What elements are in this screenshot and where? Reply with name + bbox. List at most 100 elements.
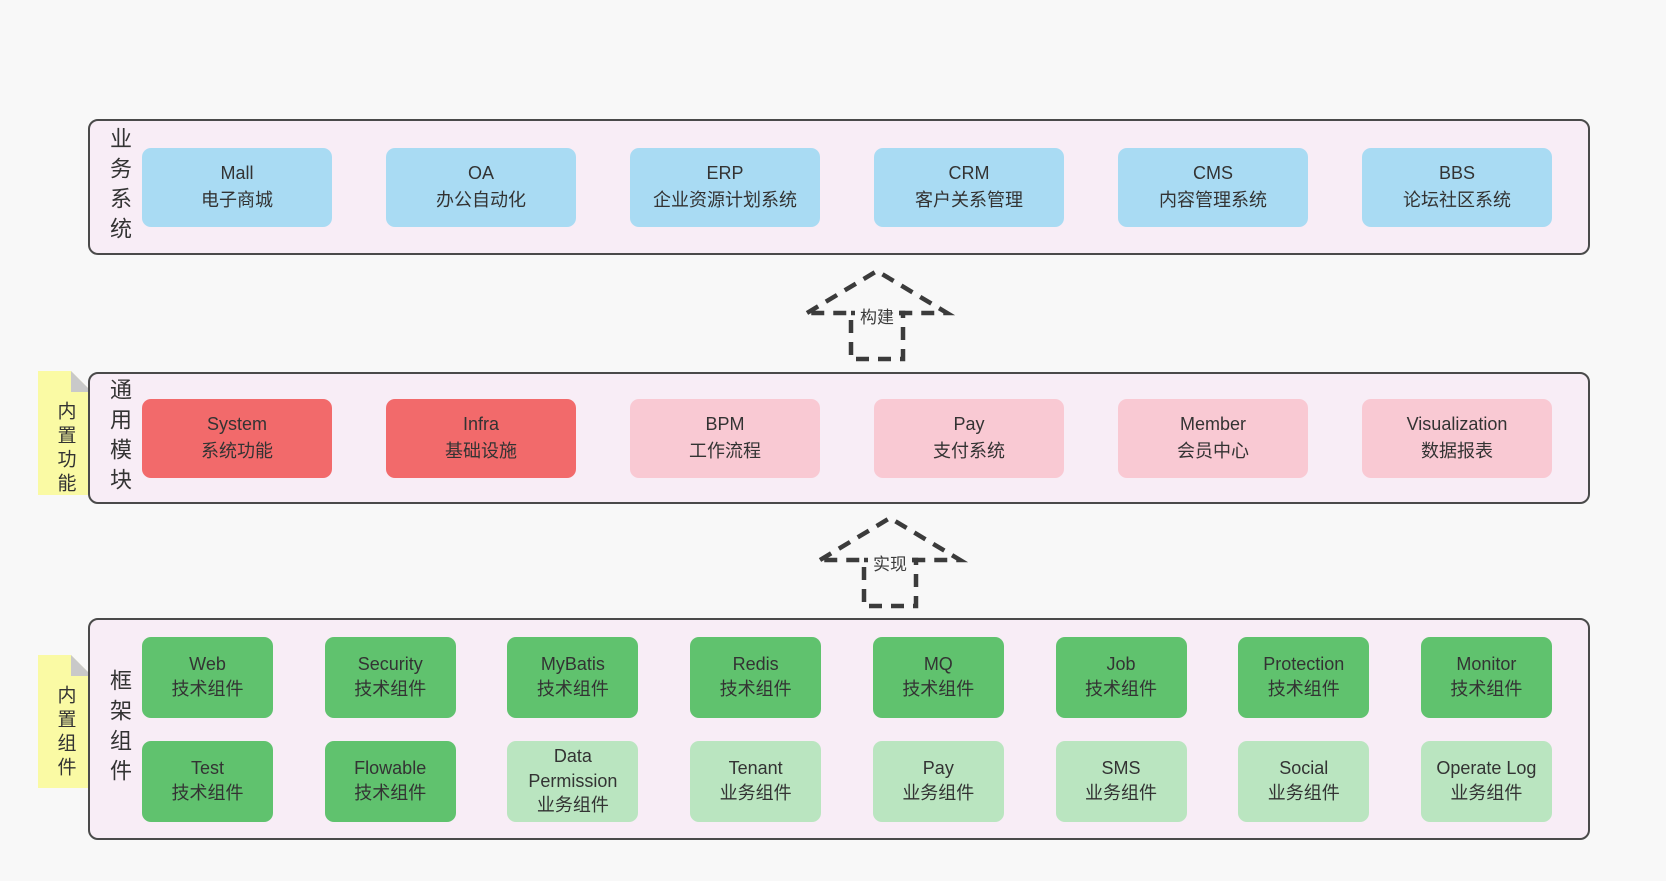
box-pay-component: Pay 业务组件 <box>872 740 1004 822</box>
box-monitor: Monitor 技术组件 <box>1420 636 1552 718</box>
box-title: Member <box>1179 414 1246 434</box>
box-title: BPM <box>705 414 745 434</box>
section-title: 业务系统 <box>107 127 132 247</box>
box-title: Operate Log <box>1436 758 1537 779</box>
section-title: 通用模块 <box>107 378 132 498</box>
box-crm: CRM 客户关系管理 <box>874 147 1064 227</box>
sticky-note-label: 内置组件 <box>54 685 76 781</box>
box-subtitle: 技术组件 <box>1267 679 1340 699</box>
box-row: System 系统功能 Infra 基础设施 BPM 工作流程 Pay 支付系统… <box>142 398 1552 478</box>
box-system: System 系统功能 <box>142 398 332 478</box>
box-subtitle: 技术组件 <box>719 679 792 699</box>
box-subtitle: 内容管理系统 <box>1159 190 1267 210</box>
box-subtitle: 数据报表 <box>1421 441 1493 461</box>
box-title: Pay <box>953 414 985 434</box>
box-subtitle: 论坛社区系统 <box>1403 190 1511 210</box>
box-subtitle: 业务组件 <box>719 783 792 803</box>
sticky-note-label: 内置功能 <box>54 401 76 497</box>
box-job: Job 技术组件 <box>1055 636 1187 718</box>
box-cms: CMS 内容管理系统 <box>1118 147 1308 227</box>
box-title: Visualization <box>1406 414 1508 434</box>
box-security: Security 技术组件 <box>324 636 456 718</box>
box-title: Infra <box>462 414 500 434</box>
box-title: Redis <box>732 654 779 675</box>
box-subtitle: 会员中心 <box>1177 441 1249 461</box>
box-subtitle: 电子商城 <box>201 190 273 210</box>
box-subtitle: 技术组件 <box>354 783 427 803</box>
box-title: Tenant <box>728 758 783 779</box>
box-subtitle: 技术组件 <box>1450 679 1523 699</box>
box-social: Social 业务组件 <box>1238 740 1370 822</box>
box-redis: Redis 技术组件 <box>690 636 822 718</box>
box-member: Member 会员中心 <box>1118 398 1308 478</box>
box-title: Mall <box>220 163 254 183</box>
box-erp: ERP 企业资源计划系统 <box>630 147 820 227</box>
box-row: Mall 电子商城 OA 办公自动化 ERP 企业资源计划系统 CRM 客户关系… <box>142 147 1552 227</box>
box-subtitle: 业务组件 <box>902 783 975 803</box>
box-mybatis: MyBatis 技术组件 <box>507 636 639 718</box>
box-title: BBS <box>1438 163 1476 183</box>
section-title: 框架组件 <box>107 669 132 789</box>
box-subtitle: 工作流程 <box>689 441 761 461</box>
section-rows: Web 技术组件 Security 技术组件 MyBatis 技术组件 Redi… <box>142 620 1552 838</box>
box-mall: Mall 电子商城 <box>142 147 332 227</box>
box-row: Test 技术组件 Flowable 技术组件 Data Permission … <box>142 740 1552 822</box>
box-subtitle: 业务组件 <box>1267 783 1340 803</box>
box-subtitle: 业务组件 <box>536 795 609 816</box>
box-subtitle: 基础设施 <box>445 441 517 461</box>
box-mq: MQ 技术组件 <box>872 636 1004 718</box>
box-bbs: BBS 论坛社区系统 <box>1362 147 1552 227</box>
box-subtitle: 支付系统 <box>933 441 1005 461</box>
box-web: Web 技术组件 <box>142 636 273 718</box>
box-title: Social <box>1279 758 1329 779</box>
box-pay-module: Pay 支付系统 <box>874 398 1064 478</box>
box-title: Pay <box>922 758 954 779</box>
box-title: Web <box>189 654 226 675</box>
section-rows: System 系统功能 Infra 基础设施 BPM 工作流程 Pay 支付系统… <box>142 374 1552 502</box>
box-tenant: Tenant 业务组件 <box>690 740 822 822</box>
box-sms: SMS 业务组件 <box>1055 740 1187 822</box>
box-subtitle: 业务组件 <box>1085 783 1158 803</box>
box-data-permission: Data Permission 业务组件 <box>507 740 639 822</box>
box-title: Monitor <box>1456 654 1517 675</box>
box-title: CRM <box>948 163 990 183</box>
arrow-label-implement: 实现 <box>868 550 912 580</box>
box-visualization: Visualization 数据报表 <box>1362 398 1552 478</box>
box-subtitle: 技术组件 <box>902 679 975 699</box>
box-test: Test 技术组件 <box>142 740 273 822</box>
section-rows: Mall 电子商城 OA 办公自动化 ERP 企业资源计划系统 CRM 客户关系… <box>142 121 1552 253</box>
box-infra: Infra 基础设施 <box>386 398 576 478</box>
box-title: Data Permission <box>528 745 618 791</box>
box-row: Web 技术组件 Security 技术组件 MyBatis 技术组件 Redi… <box>142 636 1552 718</box>
box-title: Job <box>1106 654 1136 675</box>
box-title: Flowable <box>354 758 427 779</box>
box-subtitle: 技术组件 <box>354 679 427 699</box>
box-oa: OA 办公自动化 <box>386 147 576 227</box>
section-business-systems: 业务系统 Mall 电子商城 OA 办公自动化 ERP 企业资源计划系统 CRM… <box>88 119 1590 255</box>
box-subtitle: 企业资源计划系统 <box>653 190 797 210</box>
box-title: MyBatis <box>540 654 605 675</box>
box-subtitle: 技术组件 <box>171 679 244 699</box>
box-subtitle: 系统功能 <box>201 441 273 461</box>
box-flowable: Flowable 技术组件 <box>324 740 456 822</box>
section-common-modules: 通用模块 System 系统功能 Infra 基础设施 BPM 工作流程 Pay… <box>88 372 1590 504</box>
box-protection: Protection 技术组件 <box>1238 636 1370 718</box>
section-framework-components: 框架组件 Web 技术组件 Security 技术组件 MyBatis 技术组件… <box>88 618 1590 840</box>
box-subtitle: 客户关系管理 <box>915 190 1023 210</box>
box-title: System <box>206 414 267 434</box>
box-title: OA <box>467 163 494 183</box>
box-operate-log: Operate Log 业务组件 <box>1420 740 1552 822</box>
box-title: Security <box>357 654 423 675</box>
box-subtitle: 技术组件 <box>171 783 244 803</box>
box-title: CMS <box>1193 163 1233 183</box>
box-title: Protection <box>1263 654 1345 675</box>
box-bpm: BPM 工作流程 <box>630 398 820 478</box>
box-subtitle: 业务组件 <box>1450 783 1523 803</box>
arrow-label-build: 构建 <box>855 303 899 333</box>
box-subtitle: 技术组件 <box>536 679 609 699</box>
box-title: MQ <box>923 654 953 675</box>
box-title: SMS <box>1101 758 1141 779</box>
sticky-note-builtin-components: 内置组件 <box>38 655 92 788</box>
box-title: ERP <box>706 163 744 183</box>
box-subtitle: 技术组件 <box>1085 679 1158 699</box>
